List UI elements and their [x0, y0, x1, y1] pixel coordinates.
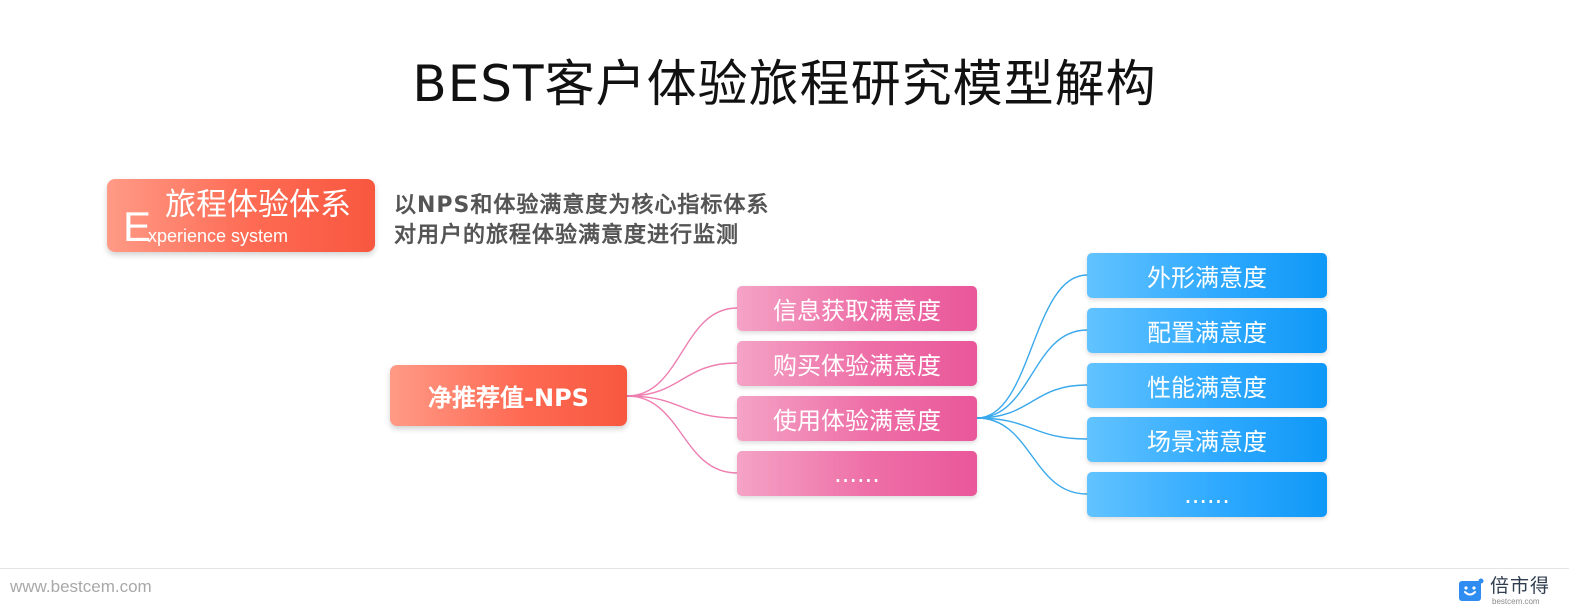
connector-usage-level3-3	[976, 417, 1088, 440]
level2-node-info: 信息获取满意度	[737, 286, 977, 331]
connector-usage-level3-0	[976, 274, 1088, 419]
experience-system-badge: E 旅程体验体系 xperience system	[107, 179, 375, 252]
badge-subtitle: xperience system	[148, 226, 289, 246]
level2-to-level3-connectors	[976, 274, 1088, 495]
footer-url: www.bestcem.com	[10, 577, 152, 596]
footer-brand: 倍市得	[1490, 575, 1551, 597]
connector-root-level2-2	[626, 395, 738, 419]
nps-root-node: 净推荐值-NPS	[390, 365, 627, 426]
level2-node-usage: 使用体验满意度	[737, 396, 977, 441]
connector-root-level2-3	[626, 395, 738, 474]
footer-brand-sub: bestcem.com	[1492, 597, 1540, 606]
level3-node-more: ......	[1087, 472, 1327, 517]
connector-usage-level3-1	[976, 329, 1088, 419]
page-title: BEST客户体验旅程研究模型解构	[412, 55, 1157, 113]
smile-logo-icon	[1459, 578, 1484, 601]
description-line-1: 以NPS和体验满意度为核心指标体系	[394, 193, 770, 218]
level3-node-configuration: 配置满意度	[1087, 308, 1327, 353]
description-line-2: 对用户的旅程体验满意度进行监测	[394, 223, 740, 248]
level3-node-performance: 性能满意度	[1087, 363, 1327, 408]
level2-node-purchase: 购买体验满意度	[737, 341, 977, 386]
level3-node-scenario: 场景满意度	[1087, 417, 1327, 462]
connector-root-level2-0	[626, 307, 738, 397]
level3-node-appearance: 外形满意度	[1087, 253, 1327, 298]
level2-node-more: ......	[737, 451, 977, 496]
badge-title: 旅程体验体系	[165, 187, 351, 223]
root-to-level2-connectors	[626, 307, 738, 474]
footer-divider	[0, 568, 1569, 569]
connector-root-level2-1	[626, 362, 738, 397]
badge-letter: E	[123, 203, 152, 250]
connector-usage-level3-4	[976, 417, 1088, 495]
connector-usage-level3-2	[976, 384, 1088, 419]
